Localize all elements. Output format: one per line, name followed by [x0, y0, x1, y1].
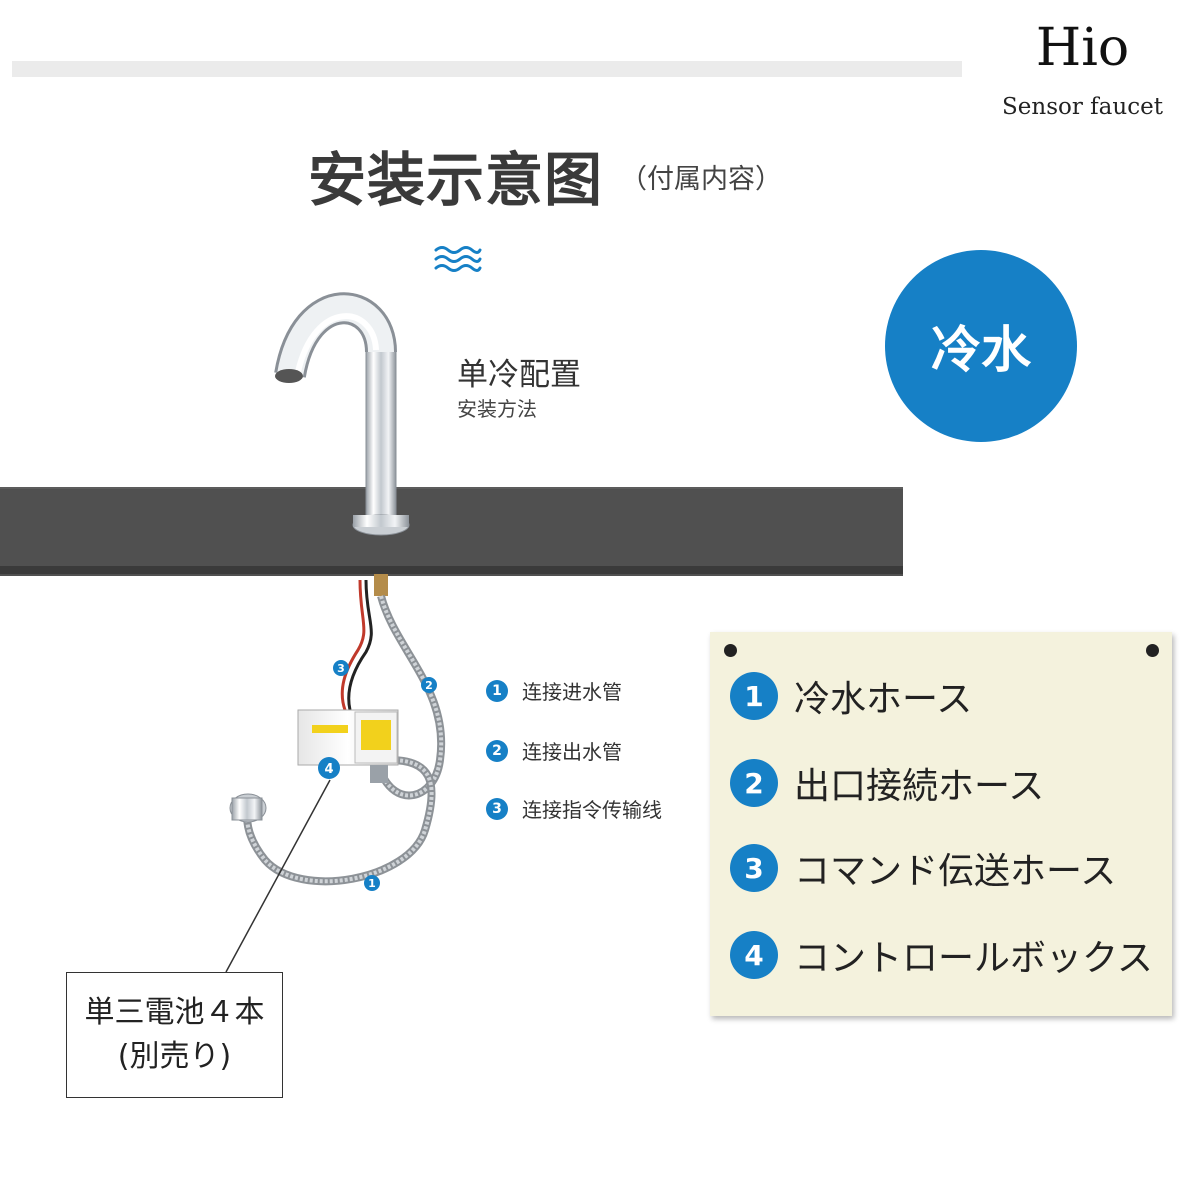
svg-text:1: 1: [368, 877, 376, 890]
water-wave-icon: [434, 246, 482, 272]
connection-label: 连接进水管: [522, 680, 622, 704]
page-subtitle: （付属内容）: [620, 164, 782, 195]
under-sink-connections: [225, 574, 446, 973]
battery-line-2: (別売り): [117, 1039, 232, 1074]
connection-number: 2: [486, 739, 508, 762]
connection-label: 连接指令传输线: [522, 798, 662, 822]
countertop-edge: [0, 566, 903, 574]
callout-3: 3: [333, 660, 349, 676]
config-subtitle: 安装方法: [457, 397, 537, 421]
faucet-image: [274, 292, 410, 536]
page-title: 安装示意图: [308, 146, 604, 214]
svg-text:2: 2: [425, 679, 433, 692]
connection-number: 1: [486, 679, 508, 702]
connection-item-2: 2 连接出水管: [486, 736, 622, 765]
top-divider-bar: [12, 61, 962, 77]
brand-subtitle: Sensor faucet: [1002, 94, 1163, 120]
legend-label: 冷水ホース: [794, 679, 973, 720]
legend-label: コントロールボックス: [794, 938, 1153, 979]
connection-item-3: 3 连接指令传输线: [486, 794, 662, 823]
callout-4: 4: [318, 757, 340, 779]
pin-icon: [1146, 644, 1159, 657]
battery-line-1: 単三電池４本: [84, 995, 265, 1030]
legend-item-4: 4 コントロールボックス: [730, 929, 1153, 981]
battery-callout: 単三電池４本 (別売り): [66, 972, 283, 1098]
legend-label: 出口接続ホース: [794, 766, 1045, 807]
connection-number: 3: [486, 797, 508, 820]
legend-label: コマンド伝送ホース: [794, 851, 1117, 892]
cold-water-badge: 冷水: [885, 250, 1077, 442]
svg-text:4: 4: [324, 762, 333, 777]
brand-name: Hio: [1035, 18, 1130, 78]
callout-2: 2: [421, 677, 437, 693]
pin-icon: [724, 644, 737, 657]
config-title: 单冷配置: [457, 357, 581, 393]
legend-item-3: 3 コマンド伝送ホース: [730, 842, 1116, 894]
legend-number: 3: [730, 844, 778, 892]
legend-item-1: 1 冷水ホース: [730, 670, 972, 722]
connection-item-1: 1 连接进水管: [486, 676, 622, 705]
legend-number: 1: [730, 672, 778, 720]
legend-number: 4: [730, 931, 778, 979]
svg-text:3: 3: [337, 662, 345, 675]
countertop: [0, 487, 903, 576]
legend-notice-board: 1 冷水ホース 2 出口接続ホース 3 コマンド伝送ホース 4 コントロールボッ…: [710, 632, 1172, 1016]
legend-number: 2: [730, 759, 778, 807]
connection-label: 连接出水管: [522, 740, 622, 764]
legend-item-2: 2 出口接続ホース: [730, 757, 1044, 809]
callout-1: 1: [364, 875, 380, 891]
